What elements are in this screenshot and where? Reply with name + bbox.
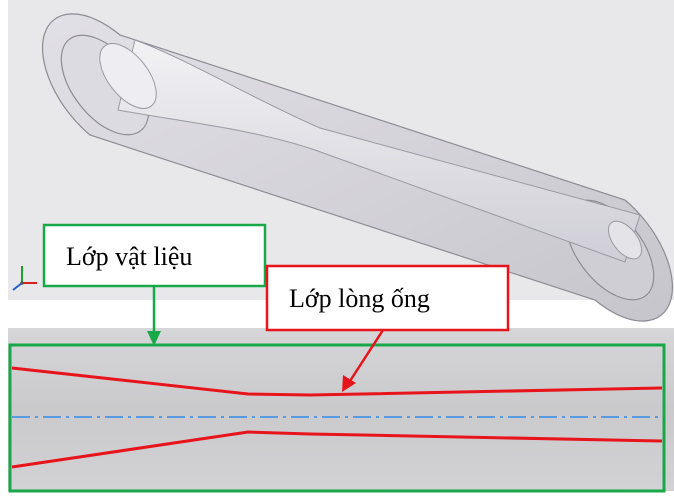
lumen-profile-top (11, 366, 663, 397)
section-view (8, 328, 674, 491)
tube-3d (41, 13, 674, 322)
lumen-layer-callout-box (265, 264, 510, 332)
lumen-callout-arrowhead (342, 375, 356, 392)
lumen-left-opening (99, 43, 157, 109)
lumen-profile-bottom (11, 430, 663, 469)
lumen-layer-label: Lớp lòng ống (289, 284, 430, 313)
material-callout-arrowhead (147, 331, 161, 346)
material-layer-callout-box (42, 223, 267, 288)
material-layer-outline (8, 343, 666, 493)
coordinate-triad-icon (12, 266, 37, 291)
lumen-callout-leader (348, 329, 385, 382)
material-layer-label: Lớp vật liệu (66, 242, 192, 271)
lumen-right-opening (607, 220, 643, 260)
lumen-3d (117, 39, 641, 263)
